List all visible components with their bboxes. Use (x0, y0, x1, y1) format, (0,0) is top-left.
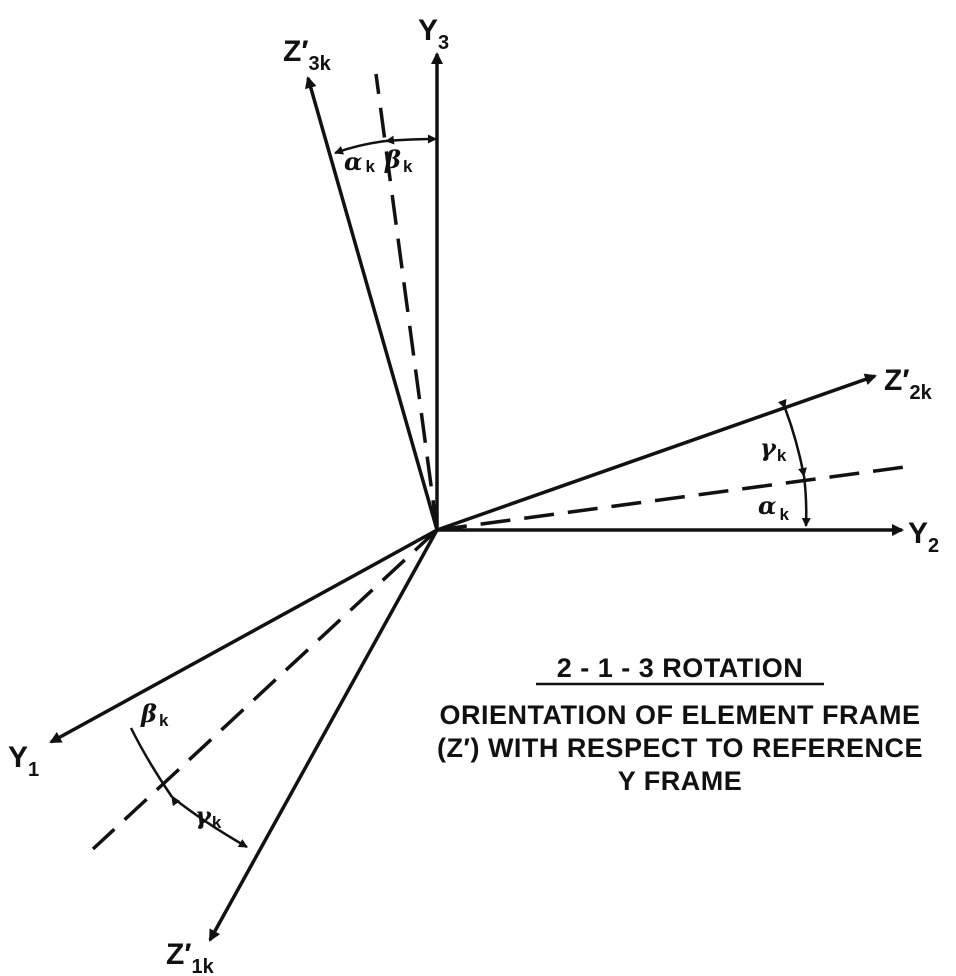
arc-right-alpha (801, 475, 811, 527)
label-z2k: Z′2k (884, 364, 933, 404)
label-z3k: Z′3k (283, 35, 332, 75)
arc-left-beta (129, 727, 181, 807)
arc-top-alpha (334, 135, 395, 155)
angle-arcs (129, 134, 811, 849)
caption-block: 2 - 1 - 3 ROTATION ORIENTATION OF ELEMEN… (437, 653, 923, 796)
dashed-lines (91, 73, 913, 851)
arc-right-gamma (777, 398, 807, 477)
intermediate-vertical-dashed (374, 73, 439, 531)
arc-top-beta (385, 134, 437, 144)
label-y1: Y1 (8, 741, 39, 781)
caption-title: 2 - 1 - 3 ROTATION (557, 653, 804, 683)
angle-right-gamma: γk (760, 433, 787, 465)
z1k-axis (208, 529, 439, 942)
label-y3: Y3 (418, 14, 449, 54)
axis-lines (49, 52, 904, 942)
caption-line-2: (Z′) WITH RESPECT TO REFERENCE (437, 733, 923, 763)
label-y2: Y2 (908, 517, 939, 557)
intermediate-right-dashed (436, 464, 913, 532)
caption-line-1: ORIENTATION OF ELEMENT FRAME (440, 700, 921, 730)
y1-axis (49, 528, 438, 744)
arc-left-gamma (171, 796, 248, 849)
z3k-axis (304, 76, 439, 531)
z2k-axis (436, 373, 877, 532)
angle-left-gamma: γk (195, 801, 222, 832)
caption-line-3: Y FRAME (618, 766, 743, 796)
label-z1k: Z′1k (166, 938, 215, 976)
intermediate-left-dashed (91, 528, 439, 851)
